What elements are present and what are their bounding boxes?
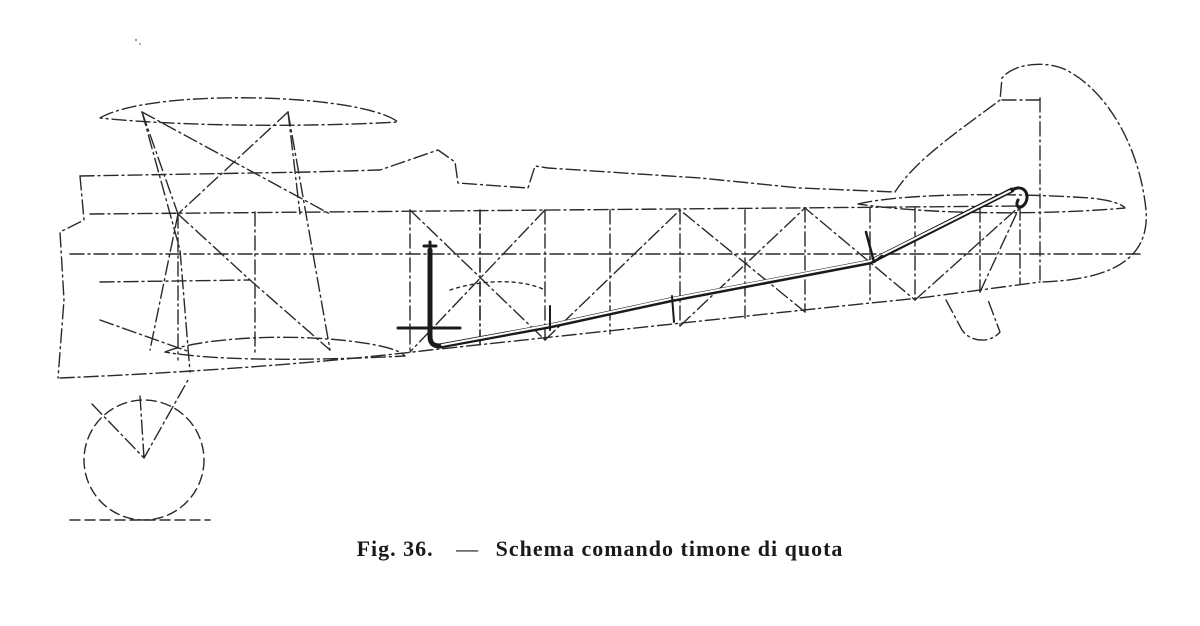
control-stick-grip [422, 240, 438, 254]
figure-caption: Fig. 36. — Schema comando timone di quot… [0, 536, 1200, 562]
control-rod-outer [437, 187, 1015, 349]
cabane-struts [99, 111, 331, 373]
control-stick [427, 247, 443, 349]
landing-gear-struts [91, 379, 189, 459]
fuselage-bracing [409, 205, 1021, 353]
upper-wing-outline [99, 97, 399, 126]
upper-longeron [89, 205, 1021, 215]
rod-guide-2 [671, 295, 675, 323]
elevator-horn [1010, 186, 1029, 209]
tailplane-outline [857, 193, 1126, 214]
fin-rudder-outline [894, 63, 1147, 283]
lower-wing-outline [164, 336, 406, 360]
rod-guide-3 [864, 230, 884, 264]
fuselage-top-outline [79, 149, 896, 193]
fuselage-bottom-outline [59, 281, 1041, 379]
landing-wheel [83, 399, 205, 521]
tail-skid [945, 299, 1001, 341]
caption-text: Schema comando timone di quota [495, 536, 844, 561]
nose-outline [57, 175, 85, 379]
control-rod-inner [441, 190, 1011, 346]
cockpit-guide [449, 281, 546, 291]
paper-specks [134, 38, 141, 45]
figure-number: Fig. 36. [356, 536, 434, 561]
caption-dash: — [456, 536, 480, 561]
